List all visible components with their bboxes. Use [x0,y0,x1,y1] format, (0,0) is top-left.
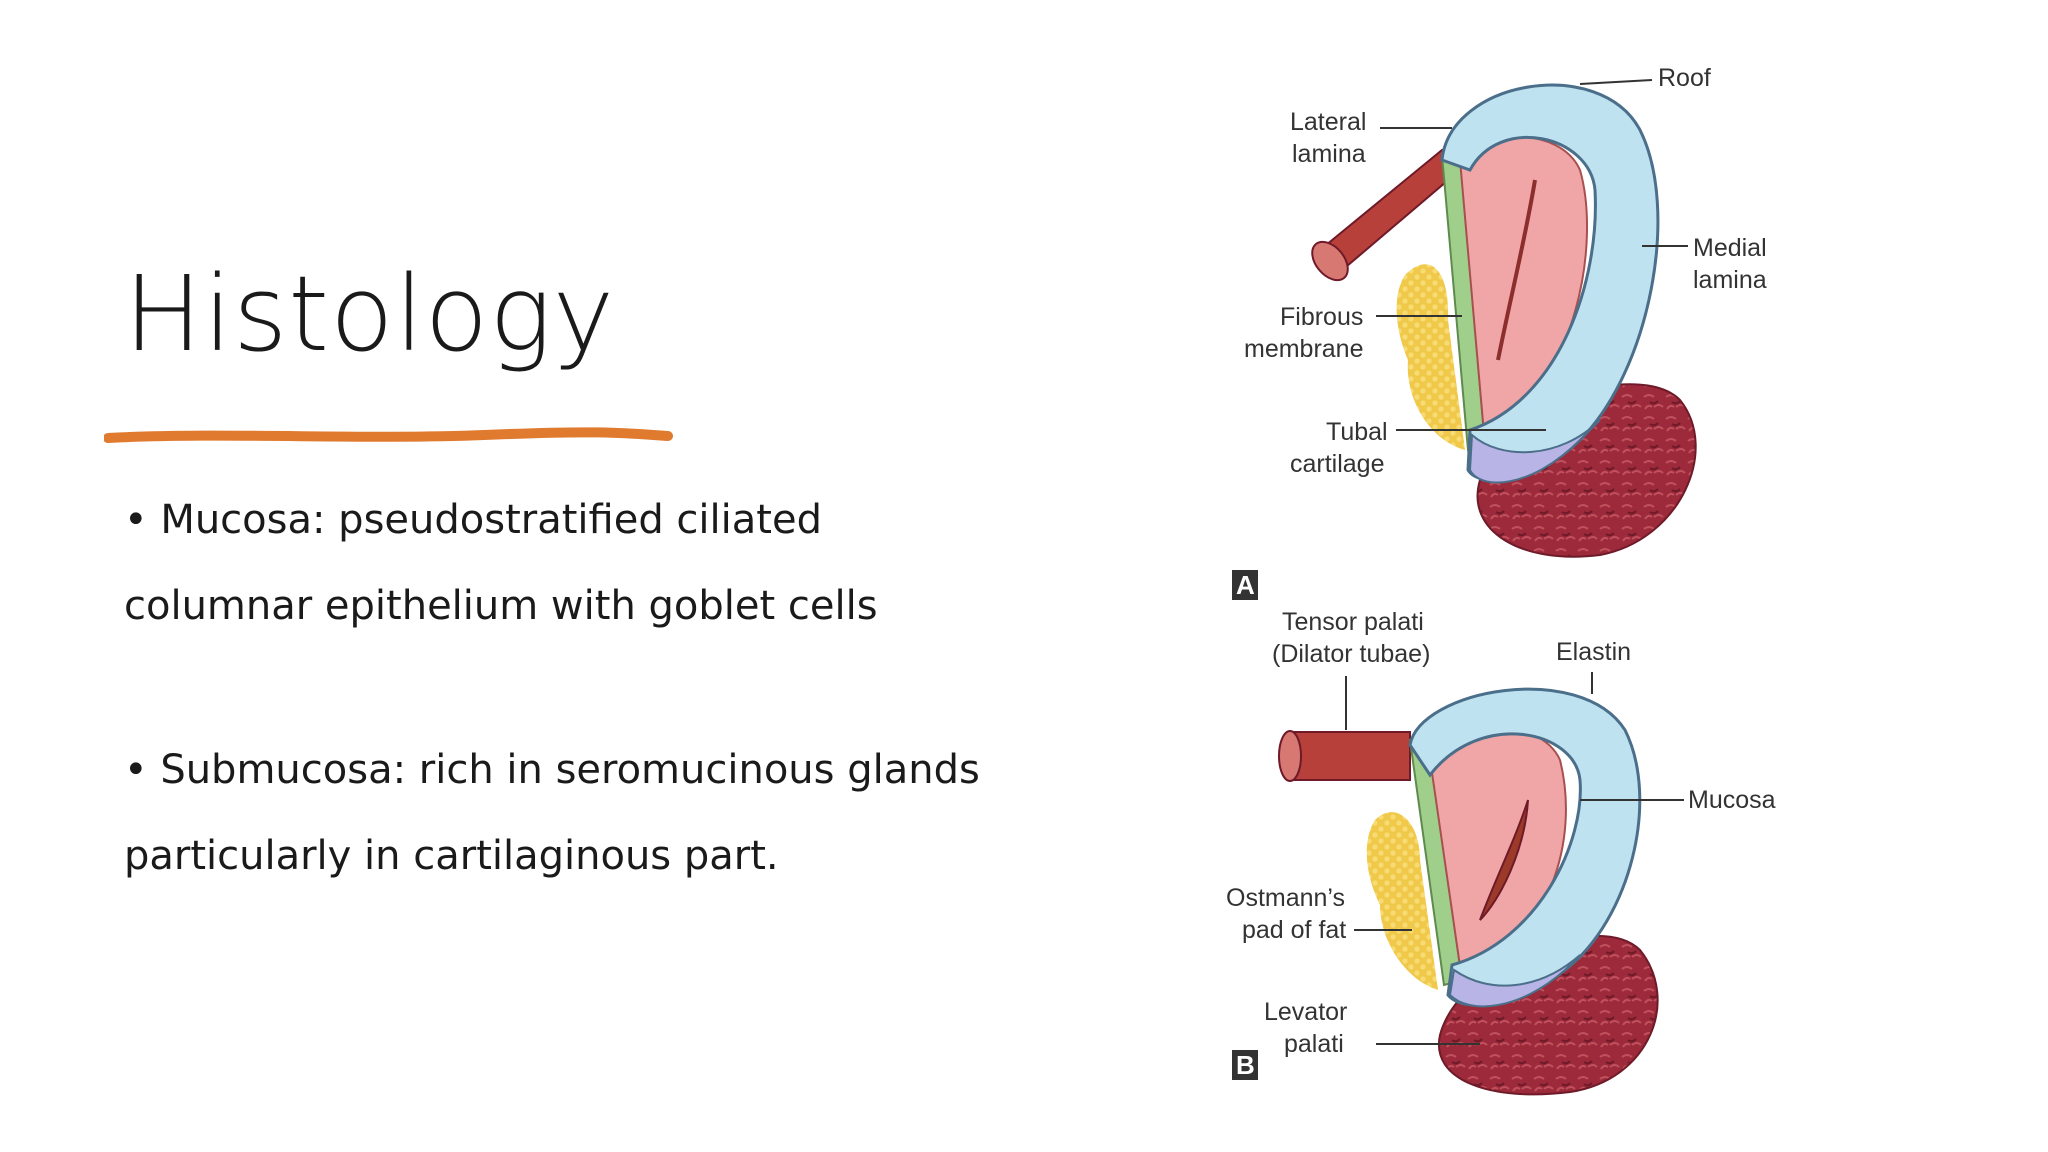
bullet-item-continuation: particularly in cartilaginous part. [124,833,779,879]
label-ostmann-2: pad of fat [1242,916,1346,944]
eustachian-tube-diagram: Roof Lateral lamina Medial lamina Fibrou… [1226,64,1776,1096]
label-tensor-palati-2: (Dilator tubae) [1272,640,1430,668]
fat-pad-a [1396,264,1465,450]
panel-a-badge [1232,570,1258,600]
label-tensor-palati-1: Tensor palati [1282,608,1424,636]
panel-a-badge-label: A [1236,570,1255,600]
label-levator-2: palati [1284,1030,1344,1058]
label-roof: Roof [1658,64,1711,92]
mucosa-fold-b [1479,799,1529,921]
label-levator-1: Levator [1264,998,1347,1026]
fat-pad-b [1366,812,1438,990]
label-fibrous-membrane-1: Fibrous [1280,303,1363,331]
label-lateral-lamina-1: Lateral [1290,108,1366,136]
title-underline [104,427,673,443]
label-fibrous-membrane-2: membrane [1244,335,1364,363]
tensor-palati-muscle-a [1311,148,1462,282]
slide-title: Histology [124,253,616,375]
panel-b: Tensor palati (Dilator tubae) Elastin Mu… [1226,608,1776,1096]
bullet-item: • Submucosa: rich in seromucinous glands [124,747,980,793]
panel-b-badge [1232,1050,1258,1080]
bullet-item-continuation: columnar epithelium with goblet cells [124,583,878,629]
label-medial-lamina-2: lamina [1693,266,1767,294]
bullet-dot: • [124,747,161,793]
label-medial-lamina-1: Medial [1693,234,1767,262]
bullet-dot: • [124,497,161,543]
panel-b-badge-label: B [1236,1050,1255,1080]
label-elastin: Elastin [1556,638,1631,666]
label-tubal-cartilage-2: cartilage [1290,450,1385,478]
label-mucosa: Mucosa [1688,786,1776,814]
label-tubal-cartilage-1: Tubal [1326,418,1388,446]
label-lateral-lamina-2: lamina [1292,140,1366,168]
panel-a: Roof Lateral lamina Medial lamina Fibrou… [1232,64,1767,600]
label-ostmann-1: Ostmann’s [1226,884,1345,912]
bullet-item: • Mucosa: pseudostratified ciliated [124,497,822,543]
tensor-palati-muscle-b [1278,730,1411,782]
